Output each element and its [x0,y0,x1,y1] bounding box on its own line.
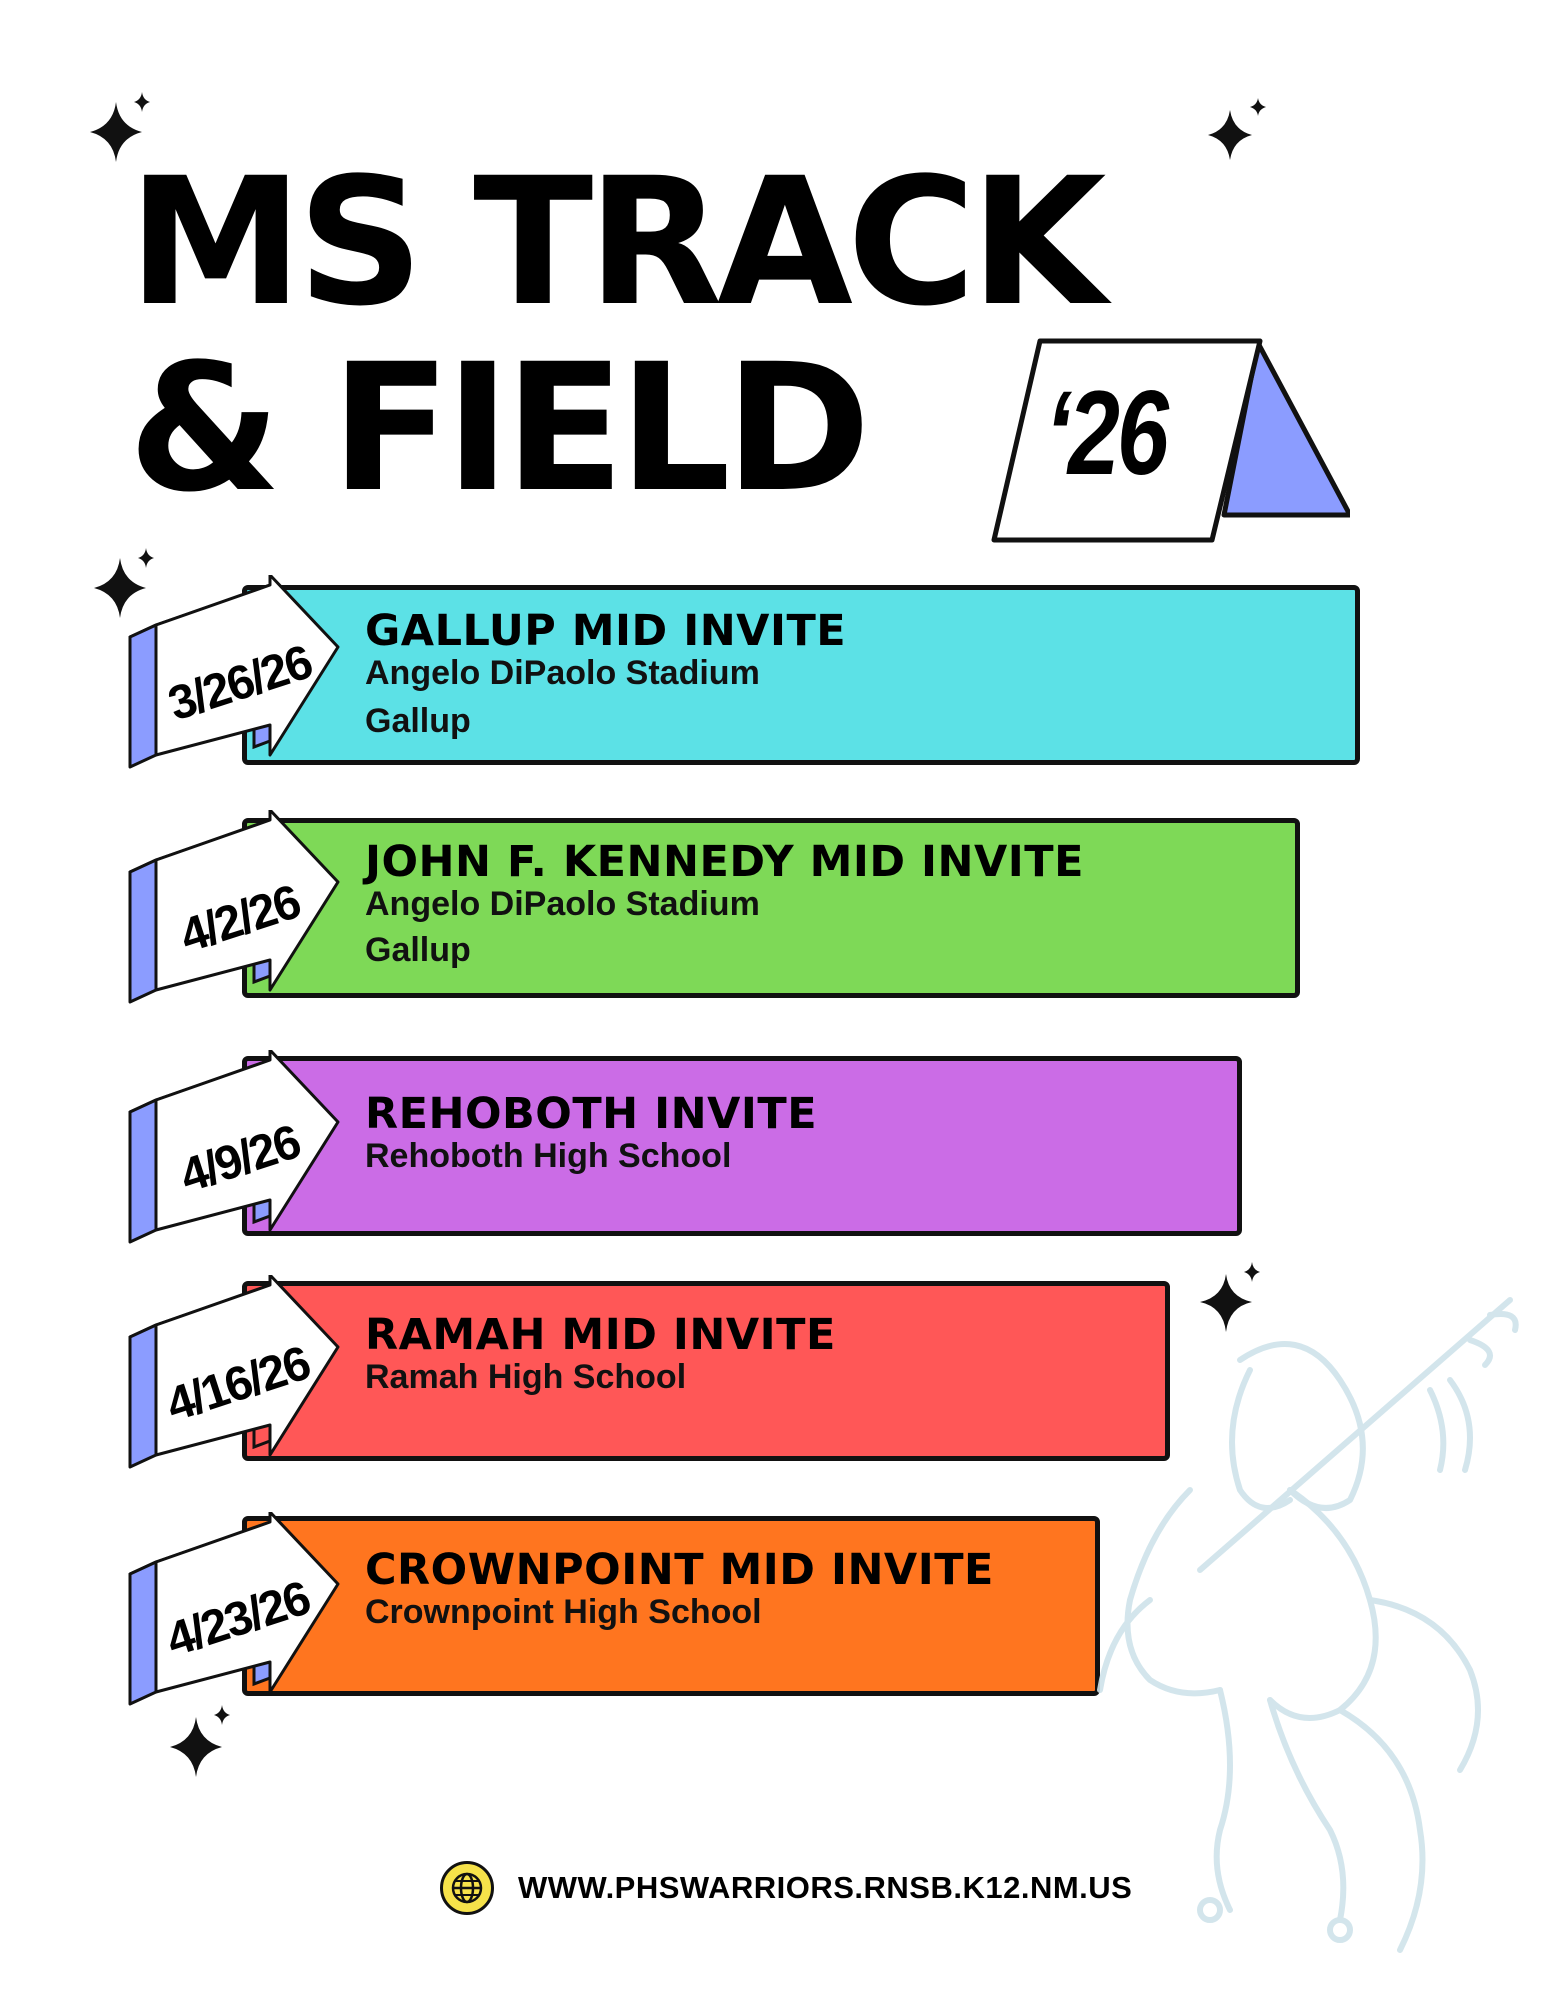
event-venue: Angelo DiPaolo Stadium [365,885,760,923]
title-line-2: & FIELD [128,326,871,531]
event-box [242,1516,1100,1696]
sparkle-icon [90,92,150,162]
event-box [242,585,1360,765]
event-venue: Rehoboth High School [365,1137,732,1175]
event-box [242,818,1300,998]
event-venue: Angelo DiPaolo Stadium [365,654,760,692]
date-arrow-face [154,810,340,992]
date-arrow-shape [128,810,340,1004]
event-name: RAMAH MID INVITE [365,1310,836,1360]
globe-glyph [451,1872,483,1904]
warrior-on-horse-icon [1097,1297,1519,1953]
date-arrow-shape [128,1275,340,1469]
website-url[interactable]: WWW.PHSWARRIORS.RNSB.K12.NM.US [518,1870,1133,1905]
event-box [242,1056,1242,1236]
event-name: GALLUP MID INVITE [365,606,847,656]
sparkle-icon [94,548,154,618]
event-venue: Crownpoint High School [365,1593,762,1631]
event-name: JOHN F. KENNEDY MID INVITE [365,837,1084,887]
date-arrow-shape [128,1512,340,1706]
date-arrow-face [154,1512,340,1694]
event-city: Gallup [365,931,471,969]
event-venue: Ramah High School [365,1358,687,1396]
globe-icon [440,1861,494,1915]
date-arrow-face [154,575,340,757]
title-line-1: MS TRACK [128,140,1107,345]
date-arrow-shape [128,575,340,769]
year-label: ‘26 [1045,366,1169,500]
year-tag-card [991,338,1263,543]
footer: WWW.PHSWARRIORS.RNSB.K12.NM.US [440,1860,1132,1916]
event-name: REHOBOTH INVITE [365,1089,818,1139]
event-name: CROWNPOINT MID INVITE [365,1545,994,1595]
date-arrow-face [154,1275,340,1457]
event-box [242,1281,1170,1461]
sparkle-icon [1208,98,1266,160]
poster-title: MS TRACK & FIELD [128,140,1107,531]
date-arrow-face [154,1050,340,1232]
sparkle-icon [1200,1262,1260,1332]
year-tag-shape [991,338,1350,543]
sparkle-icon [170,1705,230,1777]
event-city: Gallup [365,702,471,740]
date-arrow-shape [128,1050,340,1244]
